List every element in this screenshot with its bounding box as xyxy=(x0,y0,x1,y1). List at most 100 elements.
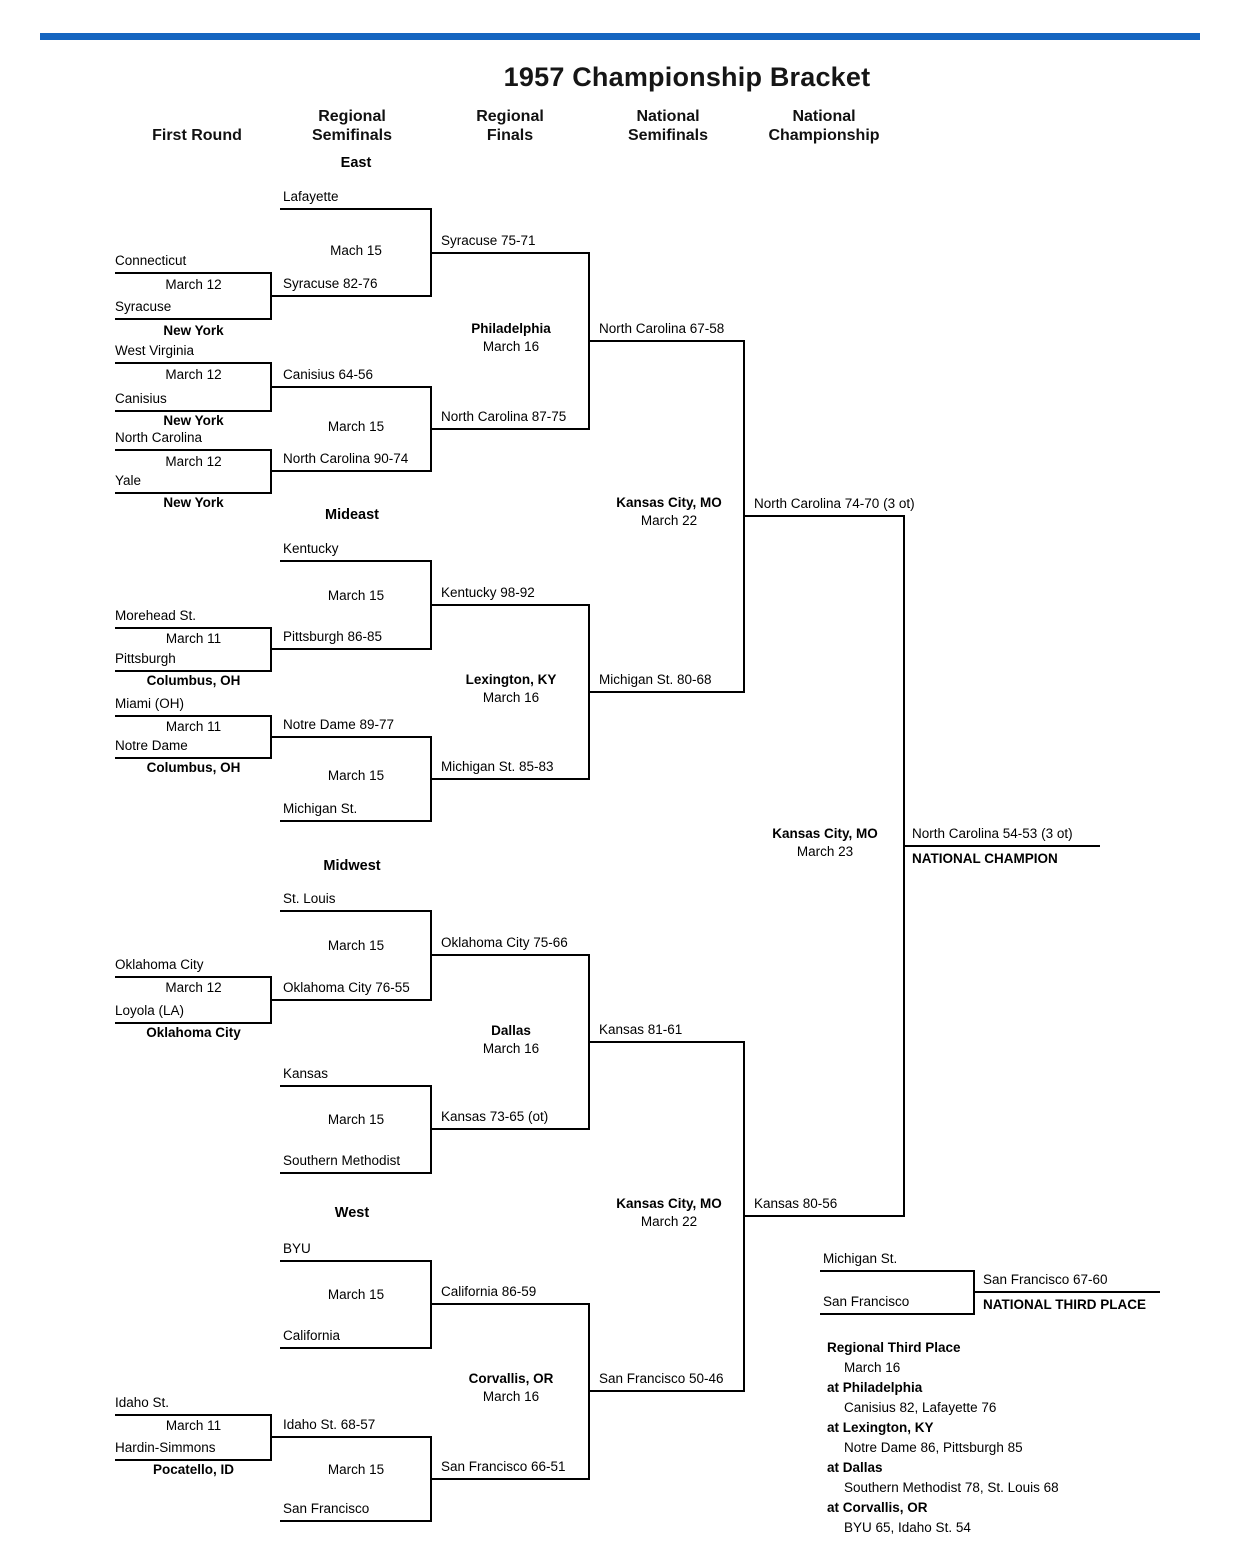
regional-third-place-site: at Corvallis, OR xyxy=(827,1500,928,1515)
bracket-line-h xyxy=(115,492,272,494)
national-third-place-label: NATIONAL THIRD PLACE xyxy=(983,1297,1146,1312)
winner-label: Kentucky 98-92 xyxy=(441,585,535,600)
regional-third-place-date: March 16 xyxy=(844,1360,901,1375)
winner-label: Kansas 73-65 (ot) xyxy=(441,1109,549,1124)
winner-label: California 86-59 xyxy=(441,1284,537,1299)
bracket-line-h xyxy=(588,1041,745,1043)
page-title: 1957 Championship Bracket xyxy=(503,62,871,92)
bracket-line-h xyxy=(115,1459,272,1461)
regional-third-place-site: at Lexington, KY xyxy=(827,1420,934,1435)
game-site: New York xyxy=(163,495,224,510)
column-header-national-championship: National Championship xyxy=(768,108,880,144)
final-site: Corvallis, OR xyxy=(468,1371,554,1386)
team-connecticut: Connecticut xyxy=(115,253,187,268)
winner-label: Oklahoma City 76-55 xyxy=(283,980,410,995)
bracket-line-h xyxy=(280,1085,432,1087)
bracket-line-h xyxy=(270,470,432,472)
bracket-line-h xyxy=(270,999,432,1001)
semifinal-date: March 22 xyxy=(640,513,698,528)
winner-label: North Carolina 90-74 xyxy=(283,451,409,466)
bracket-line-h xyxy=(115,1022,272,1024)
game-site: New York xyxy=(163,323,224,338)
team-west-virginia: West Virginia xyxy=(115,343,195,358)
game-date: March 11 xyxy=(165,719,222,734)
game-site: Pocatello, ID xyxy=(152,1462,235,1477)
bracket-line-h xyxy=(270,386,432,388)
team-kansas: Kansas xyxy=(283,1066,329,1081)
bracket-line-h xyxy=(115,410,272,412)
game-date: March 12 xyxy=(165,454,222,469)
region-label-mideast: Mideast xyxy=(325,507,379,523)
bracket-line-h xyxy=(280,560,432,562)
team-morehead-st: Morehead St. xyxy=(115,608,197,623)
bracket-line-h xyxy=(430,1303,590,1305)
winner-label: San Francisco 66-51 xyxy=(441,1459,566,1474)
winner-label: North Carolina 74-70 (3 ot) xyxy=(754,496,915,511)
bracket-line-h xyxy=(280,208,432,210)
winner-label: Michigan St. 85-83 xyxy=(441,759,554,774)
winner-label: Canisius 64-56 xyxy=(283,367,374,382)
championship-site: Kansas City, MO xyxy=(772,826,878,841)
national-champion-label: NATIONAL CHAMPION xyxy=(912,851,1058,866)
team-pittsburgh: Pittsburgh xyxy=(115,651,176,666)
winner-label: Kansas 81-61 xyxy=(599,1022,683,1037)
bracket-line-h xyxy=(280,910,432,912)
team-san-francisco: San Francisco xyxy=(283,1501,370,1516)
bracket-line-h xyxy=(430,1128,590,1130)
semifinal-date: March 22 xyxy=(640,1214,698,1229)
winner-label: Syracuse 82-76 xyxy=(283,276,378,291)
game-date: Mach 15 xyxy=(330,243,382,258)
team-idaho-st: Idaho St. xyxy=(115,1395,170,1410)
winner-label: North Carolina 87-75 xyxy=(441,409,567,424)
winner-label: Idaho St. 68-57 xyxy=(283,1417,376,1432)
game-date: March 15 xyxy=(327,1112,385,1127)
bracket-line-h xyxy=(270,295,432,297)
regional-third-place-result: BYU 65, Idaho St. 54 xyxy=(844,1520,971,1535)
regional-third-place-result: Southern Methodist 78, St. Louis 68 xyxy=(844,1480,1059,1495)
bracket-line-h xyxy=(280,820,432,822)
game-site: Oklahoma City xyxy=(146,1025,241,1040)
final-site: Dallas xyxy=(491,1023,531,1038)
bracket-line-h xyxy=(743,1215,905,1217)
team-southern-methodist: Southern Methodist xyxy=(283,1153,401,1168)
winner-label: North Carolina 67-58 xyxy=(599,321,725,336)
bracket-line-h xyxy=(115,627,272,629)
bracket-line-h xyxy=(270,1436,432,1438)
semifinal-site: Kansas City, MO xyxy=(616,1196,722,1211)
regional-third-place-title: Regional Third Place xyxy=(827,1340,961,1355)
bracket-line-h xyxy=(903,845,1100,847)
winner-label: San Francisco 50-46 xyxy=(599,1371,724,1386)
winner-label: Oklahoma City 75-66 xyxy=(441,935,568,950)
team-syracuse: Syracuse xyxy=(115,299,172,314)
game-date: March 15 xyxy=(327,768,385,783)
game-date: March 11 xyxy=(165,631,222,646)
bracket-line-h xyxy=(115,318,272,320)
team-st-louis: St. Louis xyxy=(283,891,336,906)
bracket-line-h xyxy=(115,670,272,672)
bracket-line-h xyxy=(430,252,590,254)
game-site: Columbus, OH xyxy=(146,673,241,688)
final-date: March 16 xyxy=(482,1389,540,1404)
game-date: March 12 xyxy=(165,277,222,292)
winner-label: Kansas 80-56 xyxy=(754,1196,838,1211)
bracket-line-h xyxy=(588,1390,745,1392)
game-date: March 15 xyxy=(327,1287,385,1302)
final-date: March 16 xyxy=(482,1041,540,1056)
team-notre-dame: Notre Dame xyxy=(115,738,188,753)
winner-label: Syracuse 75-71 xyxy=(441,233,536,248)
column-header-national-semifinals: National Semifinals xyxy=(627,108,709,144)
regional-third-place-site: at Philadelphia xyxy=(827,1380,923,1395)
final-date: March 16 xyxy=(482,339,540,354)
winner-label: Pittsburgh 86-85 xyxy=(283,629,383,644)
bracket-line-h xyxy=(430,428,590,430)
bracket-line-h xyxy=(588,691,745,693)
bracket-line-h xyxy=(280,1347,432,1349)
column-header-regional-semifinals: Regional Semifinals xyxy=(311,108,393,144)
bracket-line-h xyxy=(280,1520,432,1522)
bracket-line-h xyxy=(115,757,272,759)
bracket-line-v xyxy=(903,515,905,1217)
game-site: New York xyxy=(163,413,224,428)
bracket-line-h xyxy=(270,736,432,738)
semifinal-site: Kansas City, MO xyxy=(616,495,722,510)
